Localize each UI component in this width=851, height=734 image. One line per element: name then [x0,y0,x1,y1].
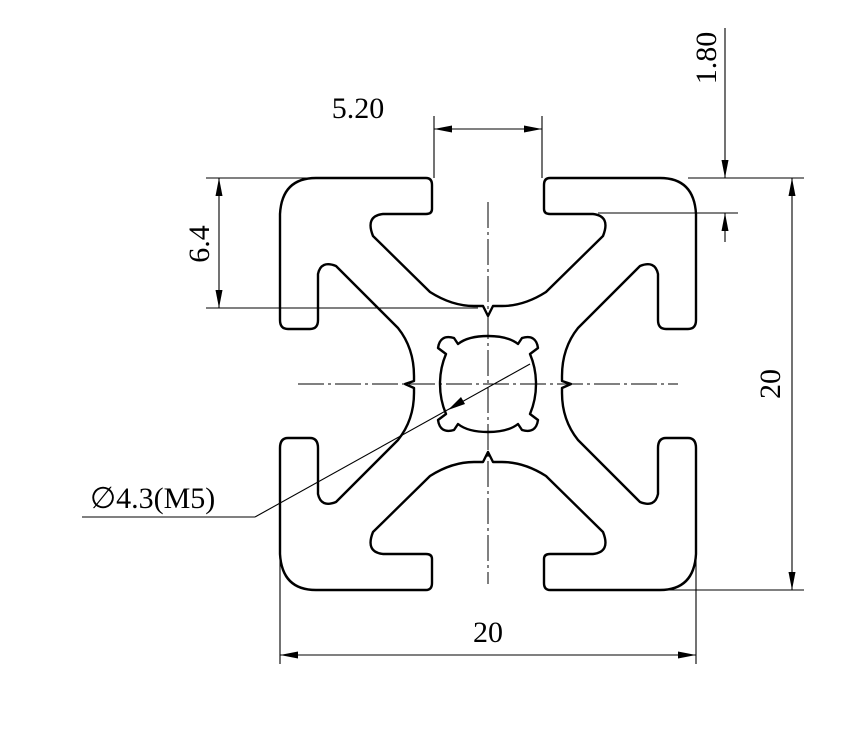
dimension-center-bore: ∅4.3(M5) [82,363,531,518]
dimension-label-slot-depth: 6.4 [183,225,216,263]
dimension-slot-depth: 6.4 [183,177,478,309]
dimension-label-center-bore: ∅4.3(M5) [90,482,215,515]
profile-top-left [278,176,698,592]
dimension-width: 20 [279,560,697,664]
bore-size: 4.3(M5) [116,482,215,515]
dimension-label-slot-opening: 5.20 [332,92,385,125]
dimension-slot-opening: 5.20 [332,92,543,178]
center-lines [298,202,678,584]
dimension-lip-thickness: 1.80 [598,28,738,242]
dimension-label-lip-thickness: 1.80 [690,32,723,85]
dimension-label-width: 20 [473,616,503,649]
diameter-symbol: ∅ [90,482,116,515]
dimension-height: 20 [668,177,804,591]
dimension-label-height: 20 [754,369,787,399]
